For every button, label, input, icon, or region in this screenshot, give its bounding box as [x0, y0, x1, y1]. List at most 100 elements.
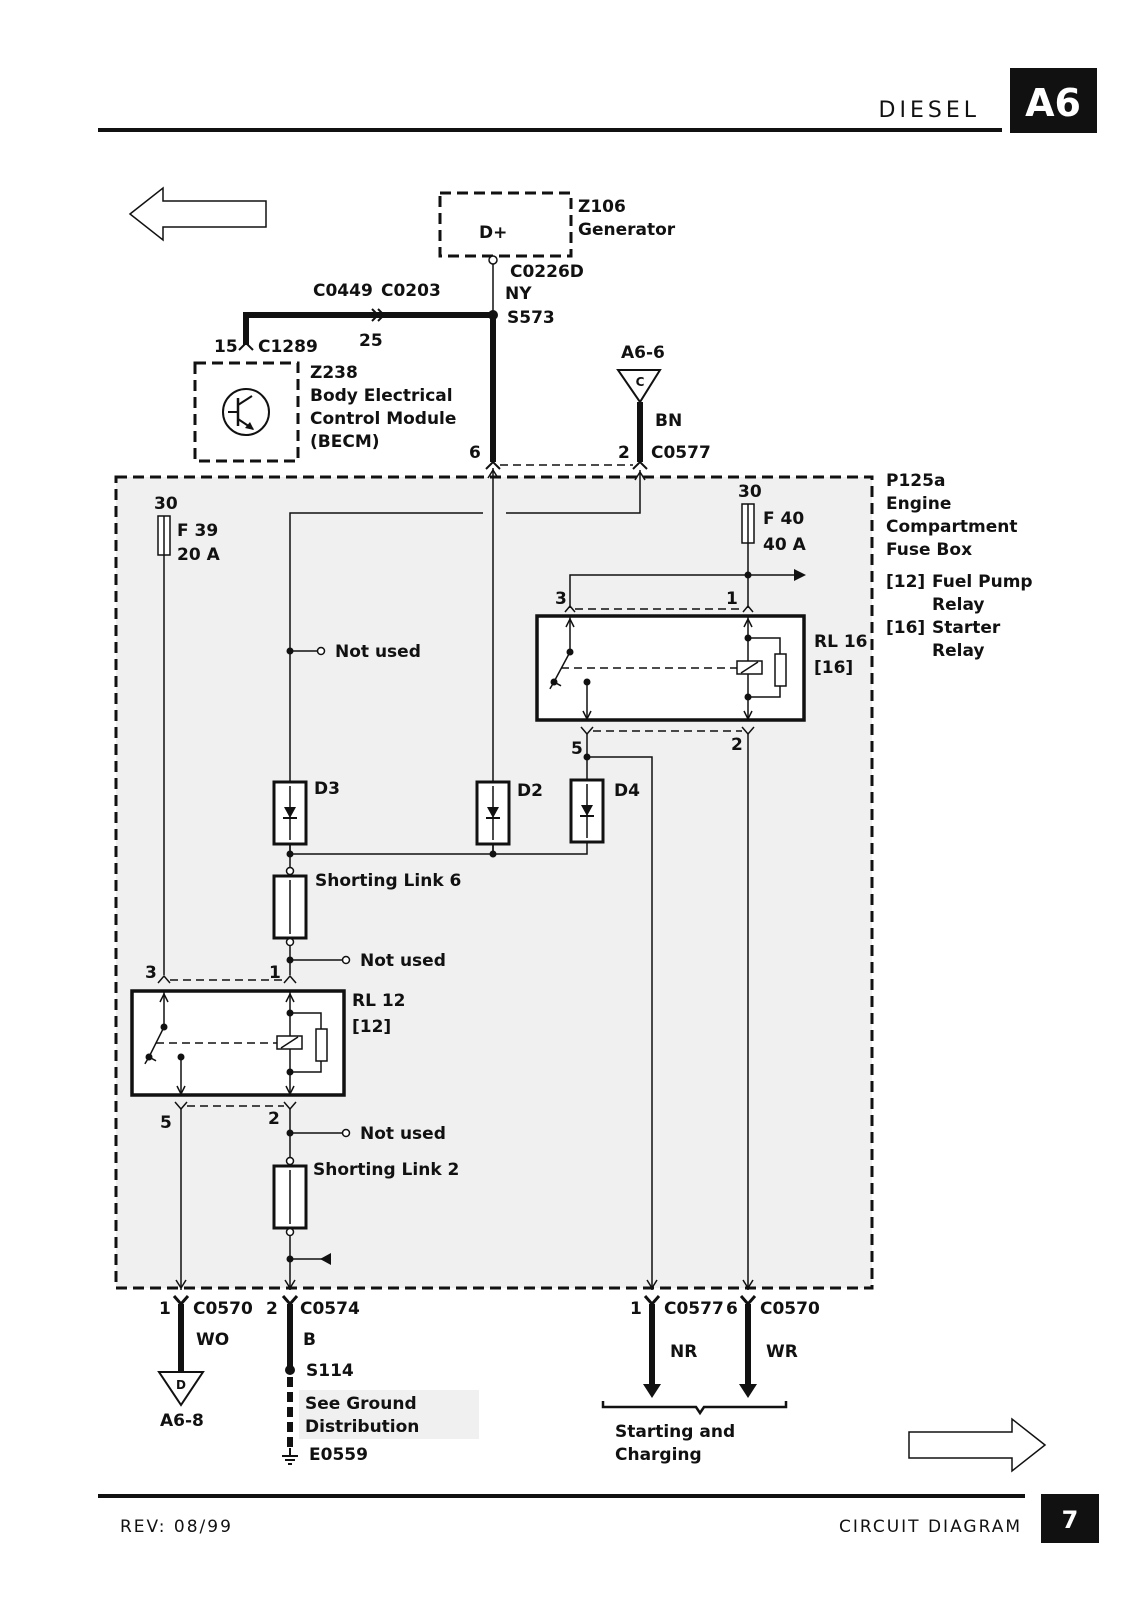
c0577-pin6-icon	[485, 460, 501, 470]
rl16-pin2: 2	[731, 735, 743, 755]
legend-label-16-a: Starter	[932, 618, 1001, 638]
wire-rl16-pin3	[569, 574, 748, 608]
a68-connector-icon	[157, 1371, 205, 1407]
arrow-pin6-icon	[487, 468, 499, 479]
diode-d4-label: D4	[614, 781, 640, 801]
ground-icon	[282, 1448, 298, 1465]
a66-connector-icon	[616, 369, 662, 404]
rl12-pin3-icon	[157, 974, 171, 984]
open-end-3	[341, 1128, 351, 1138]
legend-code-16: [16]	[886, 618, 925, 638]
not-used-2: Not used	[360, 951, 446, 971]
page-number: 7	[1062, 1506, 1079, 1534]
diode-d3-label: D3	[314, 779, 340, 799]
c0577-wire: NR	[670, 1342, 697, 1362]
rl16-pin5: 5	[571, 739, 583, 759]
link6-top-pin	[285, 866, 295, 876]
splice-s114-label: S114	[306, 1361, 354, 1381]
rl12-pin1-icon	[283, 974, 297, 984]
generator-connector: C0226D	[510, 262, 584, 282]
f39-rating: 20 A	[177, 545, 221, 565]
generator-terminal: D+	[479, 223, 507, 243]
diode-d2-label: D2	[517, 781, 543, 801]
group-line1: Starting and	[615, 1422, 735, 1442]
link-c0203: C0203	[381, 281, 441, 301]
c0577-pin2-icon	[632, 460, 648, 470]
f40-rating: 40 A	[763, 535, 807, 555]
a66-wire: BN	[655, 411, 682, 431]
link2-bottom-pin	[285, 1227, 295, 1237]
rl16-pin3: 3	[555, 589, 567, 609]
link-c0449: C0449	[313, 281, 373, 301]
rl12-pin3: 3	[145, 963, 157, 983]
c0574-pin: 2	[266, 1299, 278, 1319]
c0574-wire: B	[303, 1330, 316, 1350]
becm-box	[193, 361, 300, 463]
footer-title: CIRCUIT DIAGRAM	[839, 1517, 1022, 1537]
ground-note-box	[299, 1390, 479, 1439]
arrow-pin2-icon	[634, 470, 646, 481]
link-pin-25: 25	[359, 331, 383, 351]
f40-name: F 40	[763, 509, 804, 529]
rl12-code: [12]	[352, 1017, 391, 1037]
rl12-pin2: 2	[268, 1109, 280, 1129]
group-line2: Charging	[615, 1445, 702, 1465]
becm-line3: (BECM)	[310, 432, 380, 452]
legend-label-12-a: Fuel Pump	[932, 572, 1033, 592]
becm-id: Z238	[310, 363, 358, 383]
a68-letter: D	[176, 1378, 186, 1392]
becm-pin-icon	[238, 341, 254, 351]
generator-id: Z106	[578, 197, 626, 217]
c0577-top-pin2: 2	[618, 443, 630, 463]
rl12-name: RL 12	[352, 991, 406, 1011]
generator-pin	[488, 255, 498, 265]
wire-diode-common	[289, 842, 588, 855]
arrow-c0577-bottom-icon	[646, 1279, 658, 1290]
rl12-pin5: 5	[160, 1113, 172, 1133]
shorting-link-2-label: Shorting Link 2	[313, 1160, 459, 1180]
fusebox-line3: Fuse Box	[886, 540, 972, 560]
f40-pin: 30	[738, 482, 762, 502]
next-page-arrow-icon[interactable]	[908, 1417, 1047, 1473]
fusebox-line1: Engine	[886, 494, 951, 514]
arrow-nr-icon	[643, 1384, 661, 1398]
previous-page-arrow-icon[interactable]	[128, 186, 267, 242]
not-used-1: Not used	[335, 642, 421, 662]
c0577-pin: 1	[630, 1299, 642, 1319]
legend-code-12: [12]	[886, 572, 925, 592]
c0570b-pin-icon	[739, 1295, 757, 1307]
arrow-c0570-bottom-icon	[742, 1279, 754, 1290]
open-end-1	[316, 646, 326, 656]
becm-connector: C1289	[258, 337, 318, 357]
rl12-pin1: 1	[269, 963, 281, 983]
rl16-relay-symbol-icon	[547, 616, 787, 721]
c0570a-connector: C0570	[193, 1299, 253, 1319]
wire-d3-top	[289, 512, 483, 854]
wire-to-becm	[243, 312, 493, 345]
a66-ref: A6-6	[621, 343, 665, 363]
diode-d3-icon	[272, 780, 308, 846]
fusebox-fill	[116, 477, 872, 1288]
becm-line2: Control Module	[310, 409, 456, 429]
c0570b-connector: C0570	[760, 1299, 820, 1319]
generator-box	[438, 191, 573, 258]
generator-name: Generator	[578, 220, 676, 240]
c0570a-wire: WO	[196, 1330, 229, 1350]
fusebox-id: P125a	[886, 471, 945, 491]
footer-revision: REV: 08/99	[120, 1517, 233, 1537]
diode-d2-icon	[475, 780, 511, 846]
transistor-icon	[222, 388, 270, 436]
ground-note-line2: Distribution	[305, 1417, 419, 1437]
rl16-pin1: 1	[726, 589, 738, 609]
link6-bottom-pin	[285, 937, 295, 947]
c0577-pin-icon	[643, 1295, 661, 1307]
becm-pin: 15	[214, 337, 238, 357]
arrow-link2-stub-icon	[320, 1253, 331, 1265]
f39-pin: 30	[154, 494, 178, 514]
section-tag-box	[1010, 68, 1097, 133]
rl16-code: [16]	[814, 658, 853, 678]
not-used-3: Not used	[360, 1124, 446, 1144]
c0577-top-pin6: 6	[469, 443, 481, 463]
a68-ref: A6-8	[160, 1411, 204, 1431]
